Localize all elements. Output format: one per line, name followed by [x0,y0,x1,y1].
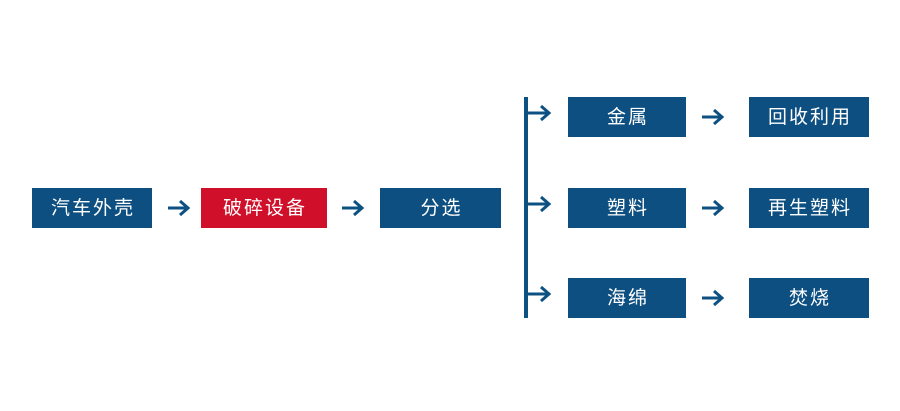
node-sorting[interactable]: 分选 [380,188,501,228]
arrow-right-icon-plastic-to-regenerated [700,193,730,223]
node-material-sponge[interactable]: 海绵 [568,278,686,318]
arrow-right-icon-crusher-to-sorting [340,193,370,223]
node-destination-recycle[interactable]: 回收利用 [749,97,869,137]
branch-arrow-icon-plastic [527,192,557,216]
node-input[interactable]: 汽车外壳 [32,188,152,228]
arrow-right-icon-metal-to-recycle [700,102,730,132]
branch-arrow-icon-metal [527,101,557,125]
branch-arrow-icon-sponge [527,282,557,306]
node-material-plastic[interactable]: 塑料 [568,188,686,228]
arrow-right-icon-input-to-crusher [166,193,196,223]
node-destination-incineration[interactable]: 焚烧 [749,278,869,318]
split-trunk-line [524,97,528,318]
node-destination-regenerated-plastic[interactable]: 再生塑料 [749,188,869,228]
arrow-right-icon-sponge-to-incineration [700,283,730,313]
node-material-metal[interactable]: 金属 [568,97,686,137]
node-crusher[interactable]: 破碎设备 [201,188,327,228]
